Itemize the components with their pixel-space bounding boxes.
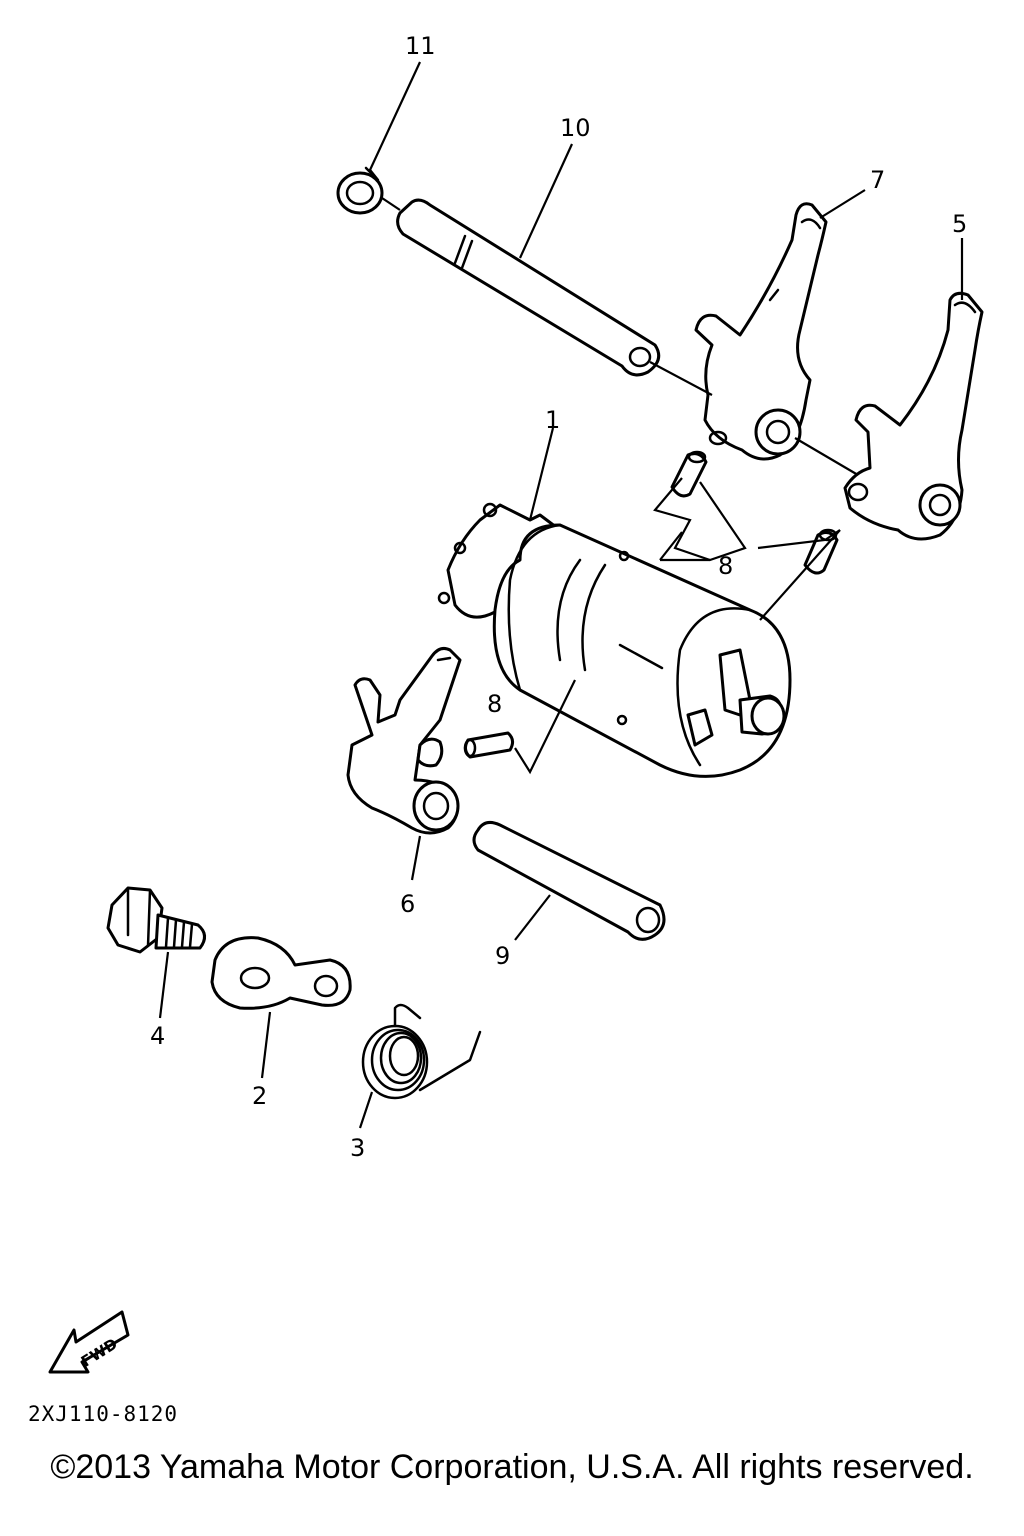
part-2-stopper-lever[interactable] xyxy=(210,936,352,1010)
part-8-pin-lower[interactable] xyxy=(463,731,515,759)
part-5-shift-fork[interactable] xyxy=(843,291,984,541)
part-10-guide-bar[interactable] xyxy=(396,198,661,377)
part-6-shift-fork[interactable] xyxy=(346,647,462,835)
part-9-guide-bar[interactable] xyxy=(472,820,666,941)
part-1-shift-drum[interactable] xyxy=(437,502,792,778)
callout-5: 5 xyxy=(952,210,967,238)
leader-lines xyxy=(158,61,964,1129)
part-8-pin-upper[interactable] xyxy=(670,450,708,498)
callout-10: 10 xyxy=(560,114,591,142)
part-3-torsion-spring[interactable] xyxy=(361,1003,482,1100)
callout-numbers: 11 10 7 5 1 8 8 6 9 4 2 3 xyxy=(150,32,967,1162)
part-4-bolt[interactable] xyxy=(106,886,206,954)
callout-2: 2 xyxy=(252,1082,267,1110)
copyright-notice: ©2013 Yamaha Motor Corporation, U.S.A. A… xyxy=(50,1448,974,1486)
fwd-arrow-icon: FWD xyxy=(48,1310,130,1374)
callout-6: 6 xyxy=(400,890,415,918)
part-11-circlip[interactable] xyxy=(336,166,384,215)
part-7-shift-fork[interactable] xyxy=(694,202,828,461)
callout-11: 11 xyxy=(405,32,436,60)
callout-1: 1 xyxy=(545,406,560,434)
callout-7: 7 xyxy=(870,166,885,194)
callout-8-lower: 8 xyxy=(487,690,502,718)
callout-3: 3 xyxy=(350,1134,365,1162)
callout-4: 4 xyxy=(150,1022,165,1050)
callout-9: 9 xyxy=(495,942,510,970)
drawing-code: 2XJ110-8120 xyxy=(28,1402,179,1426)
callout-8-upper: 8 xyxy=(718,552,733,580)
